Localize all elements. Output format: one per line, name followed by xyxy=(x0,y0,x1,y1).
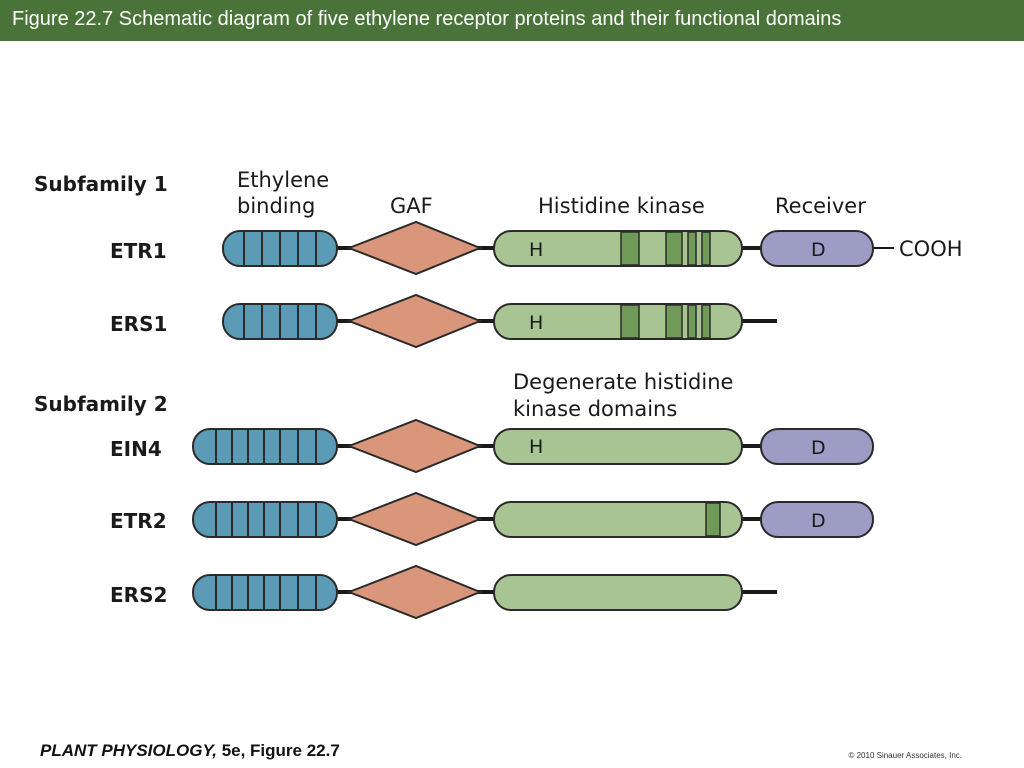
receiver-d-label: D xyxy=(811,239,826,261)
transmembrane-segments xyxy=(243,305,317,338)
degenerate-kinase-domain xyxy=(493,501,743,538)
receiver-label: Receiver xyxy=(775,194,866,218)
degenerate-kinase-domain xyxy=(493,428,743,465)
kinase-bands xyxy=(620,304,711,339)
protein-name-ein4: EIN4 xyxy=(110,437,162,461)
kinase-bands xyxy=(620,231,711,266)
gaf-domain xyxy=(346,491,483,547)
gaf-domain xyxy=(346,418,483,474)
copyright-notice: © 2010 Sinauer Associates, Inc. xyxy=(848,751,962,760)
protein-name-ers2: ERS2 xyxy=(110,583,167,607)
cooh-label: COOH xyxy=(899,237,963,261)
book-citation: PLANT PHYSIOLOGY, 5e, Figure 22.7 xyxy=(40,741,340,761)
gaf-domain xyxy=(346,220,483,276)
kinase-band xyxy=(705,502,721,537)
histidine-kinase-label: Histidine kinase xyxy=(538,194,705,218)
protein-name-ers1: ERS1 xyxy=(110,312,167,336)
receiver-d-label: D xyxy=(811,437,826,459)
degenerate-kinase-domain xyxy=(493,574,743,611)
transmembrane-segments xyxy=(215,576,317,609)
ein4-protein: H D xyxy=(192,418,874,474)
kinase-h-label: H xyxy=(529,436,543,458)
degenerate-label-line2: kinase domains xyxy=(513,397,677,421)
book-title: PLANT PHYSIOLOGY, xyxy=(40,741,217,760)
receiver-d-label: D xyxy=(811,510,826,532)
receiver-domain xyxy=(760,501,874,538)
receiver-domain xyxy=(760,230,874,267)
degenerate-label-line1: Degenerate histidine xyxy=(513,370,733,394)
kinase-h-label: H xyxy=(529,312,543,334)
gaf-domain xyxy=(346,564,483,620)
ers1-protein: H xyxy=(222,293,777,349)
ers2-protein xyxy=(192,564,777,620)
ethylene-binding-label-line2: binding xyxy=(237,194,315,218)
book-edition: 5e, Figure 22.7 xyxy=(216,741,340,760)
gaf-label: GAF xyxy=(390,194,433,218)
etr2-protein: D xyxy=(192,491,874,547)
subfamily-2-label: Subfamily 2 xyxy=(34,392,168,416)
gaf-domain xyxy=(346,293,483,349)
figure-title: Figure 22.7 Schematic diagram of five et… xyxy=(12,8,842,30)
kinase-h-label: H xyxy=(529,239,543,261)
transmembrane-segments xyxy=(215,430,317,463)
title-bar: Figure 22.7 Schematic diagram of five et… xyxy=(0,0,1024,41)
protein-name-etr2: ETR2 xyxy=(110,509,167,533)
protein-name-etr1: ETR1 xyxy=(110,239,167,263)
subfamily-1-label: Subfamily 1 xyxy=(34,172,168,196)
transmembrane-segments xyxy=(215,503,317,536)
ethylene-binding-label-line1: Ethylene xyxy=(237,168,329,192)
etr1-protein: H D COOH xyxy=(222,220,963,276)
transmembrane-segments xyxy=(243,232,317,265)
receiver-domain xyxy=(760,428,874,465)
